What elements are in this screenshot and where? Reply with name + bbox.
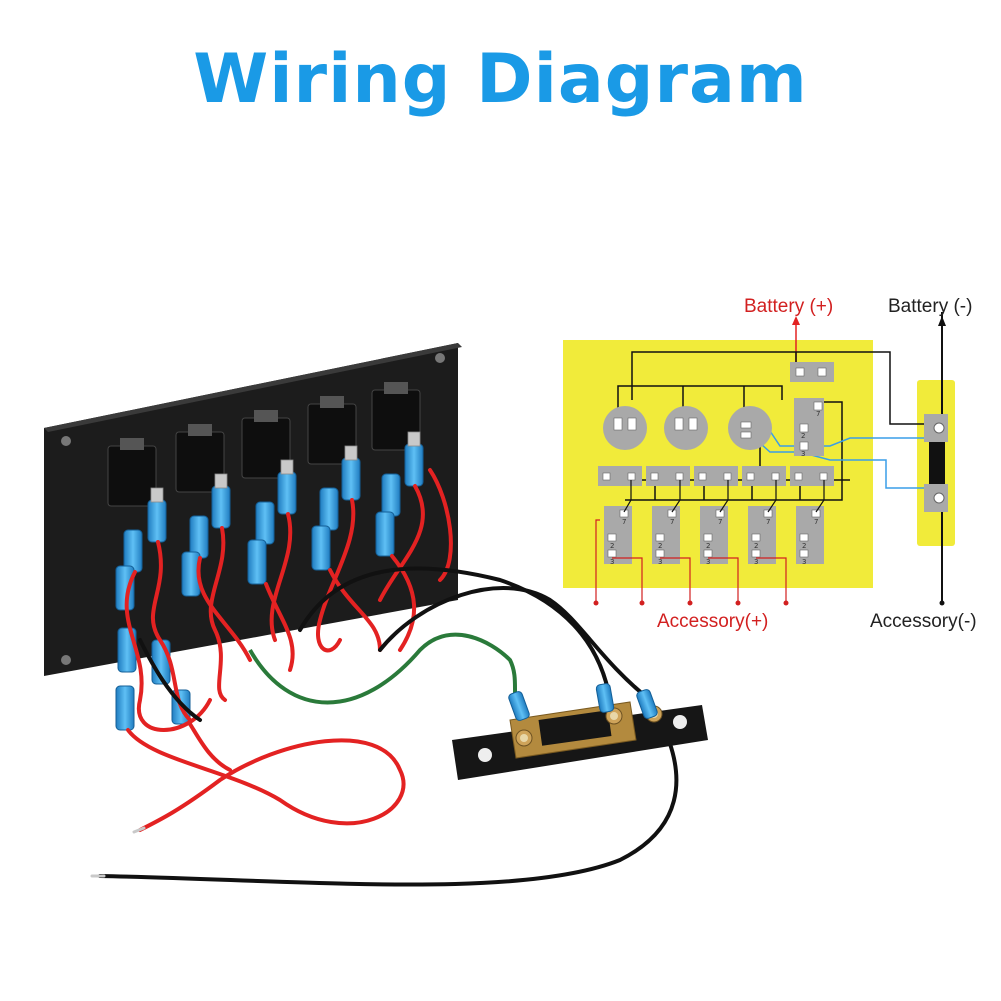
pin-label: 2 bbox=[610, 542, 614, 550]
gauge-icon bbox=[664, 406, 708, 450]
battery-negative-label: Battery (-) bbox=[888, 296, 972, 317]
pin-label: 7 bbox=[718, 518, 722, 526]
pin-label: 2 bbox=[801, 432, 805, 440]
pin-label: 3 bbox=[801, 450, 805, 458]
pin-label: 7 bbox=[670, 518, 674, 526]
mounting-hole bbox=[435, 353, 445, 363]
pin-label: 2 bbox=[802, 542, 806, 550]
page-title: Wiring Diagram bbox=[193, 40, 808, 119]
pin-label: 7 bbox=[816, 410, 820, 418]
gauge-icons bbox=[603, 406, 772, 450]
accessory-positive-leads bbox=[595, 519, 787, 603]
shunt-photo bbox=[452, 701, 708, 780]
red-wires bbox=[124, 468, 453, 832]
switch-panel-photo bbox=[44, 343, 708, 887]
schematic-switch-top: 7 2 3 bbox=[794, 398, 824, 458]
pin-label: 3 bbox=[610, 558, 614, 566]
power-bus bbox=[790, 362, 834, 382]
battery-positive-label: Battery (+) bbox=[744, 296, 833, 317]
accessory-negative-label: Accessory(-) bbox=[870, 611, 977, 632]
rocker-switch-bodies bbox=[107, 389, 421, 507]
pin-label: 3 bbox=[802, 558, 806, 566]
pin-label: 7 bbox=[622, 518, 626, 526]
green-wire bbox=[248, 632, 522, 712]
pin-label: 7 bbox=[814, 518, 818, 526]
black-wires bbox=[98, 566, 679, 887]
fuse-row bbox=[598, 466, 834, 486]
mounting-hole bbox=[61, 655, 71, 665]
accessory-positive-label: Accessory(+) bbox=[657, 611, 768, 632]
pin-label: 2 bbox=[754, 542, 758, 550]
pin-label: 7 bbox=[766, 518, 770, 526]
pin-label: 3 bbox=[706, 558, 710, 566]
pin-label: 3 bbox=[658, 558, 662, 566]
pin-label: 2 bbox=[658, 542, 662, 550]
shunt-terminals bbox=[924, 414, 948, 512]
pin-label: 2 bbox=[706, 542, 710, 550]
gauge-icon bbox=[603, 406, 647, 450]
blue-terminals bbox=[115, 443, 424, 731]
mounting-hole bbox=[61, 436, 71, 446]
pin-label: 3 bbox=[754, 558, 758, 566]
wiring-schematic: 7 2 3 bbox=[563, 296, 977, 632]
